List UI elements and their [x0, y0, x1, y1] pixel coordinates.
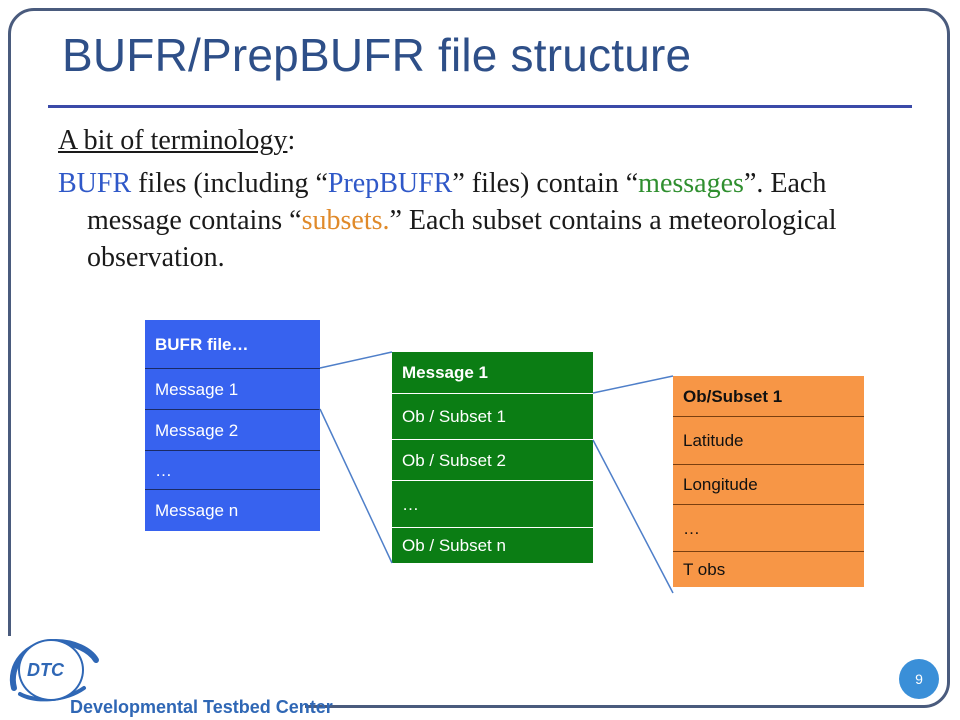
divider	[673, 464, 864, 465]
divider	[392, 393, 593, 394]
divider	[673, 416, 864, 417]
divider	[145, 489, 320, 490]
definition-text-2: ” files) contain “	[452, 168, 639, 199]
subset-item-ellipsis: …	[683, 518, 700, 538]
bufr-item-message-2: Message 2	[155, 420, 239, 440]
divider	[673, 504, 864, 505]
message-item-ellipsis: …	[402, 494, 419, 514]
divider	[145, 368, 320, 369]
message-item-subset-n: Ob / Subset n	[402, 536, 506, 555]
subset-box: Ob/Subset 1 Latitude Longitude … T obs	[673, 376, 864, 587]
bufr-item-message-1: Message 1	[155, 379, 239, 399]
definition-text-1: files (including “	[131, 168, 328, 199]
title-underline	[48, 105, 912, 108]
dtc-full-name: Developmental Testbed Center	[70, 697, 333, 717]
divider	[145, 450, 320, 451]
message-box: Message 1 Ob / Subset 1 Ob / Subset 2 … …	[392, 352, 593, 563]
message-header: Message 1	[402, 363, 488, 382]
page-number-badge: 9	[899, 659, 939, 699]
slide-title: BUFR/PrepBUFR file structure	[62, 29, 692, 81]
subset-item-longitude: Longitude	[683, 475, 758, 494]
bufr-item-message-n: Message n	[155, 501, 239, 520]
divider	[673, 551, 864, 552]
slide-body: A bit of terminology: BUFR files (includ…	[58, 122, 908, 276]
definition-text-4: ” Each subset contains a meteorological …	[87, 205, 837, 273]
terminology-colon: :	[287, 125, 296, 156]
message-item-subset-2: Ob / Subset 2	[402, 450, 506, 470]
term-bufr: BUFR	[58, 168, 132, 199]
subset-item-latitude: Latitude	[683, 431, 744, 450]
terminology-heading: A bit of terminology	[58, 125, 288, 156]
divider	[392, 527, 593, 528]
term-prepbufr: PrepBUFR	[327, 168, 453, 199]
dtc-abbreviation: DTC	[27, 660, 64, 680]
bufr-item-ellipsis: …	[155, 460, 172, 480]
dtc-logo: DTC Developmental Testbed Center	[0, 636, 333, 720]
definition-text-3: ”. Each message contains “	[87, 168, 827, 236]
dtc-circle-icon	[18, 639, 84, 701]
message-item-subset-1: Ob / Subset 1	[402, 407, 506, 426]
terminology-line: A bit of terminology:	[58, 122, 908, 159]
bufr-file-box: BUFR file… Message 1 Message 2 … Message…	[145, 320, 320, 531]
term-messages: messages	[638, 168, 744, 199]
divider	[392, 480, 593, 481]
divider	[145, 409, 320, 410]
divider	[392, 439, 593, 440]
terminology-definition: BUFR files (including “PrepBUFR” files) …	[58, 165, 908, 276]
subset-header: Ob/Subset 1	[683, 386, 783, 406]
subset-item-t-obs: T obs	[683, 560, 726, 579]
term-subsets: subsets.	[301, 205, 390, 236]
bufr-file-header: BUFR file…	[155, 334, 249, 354]
